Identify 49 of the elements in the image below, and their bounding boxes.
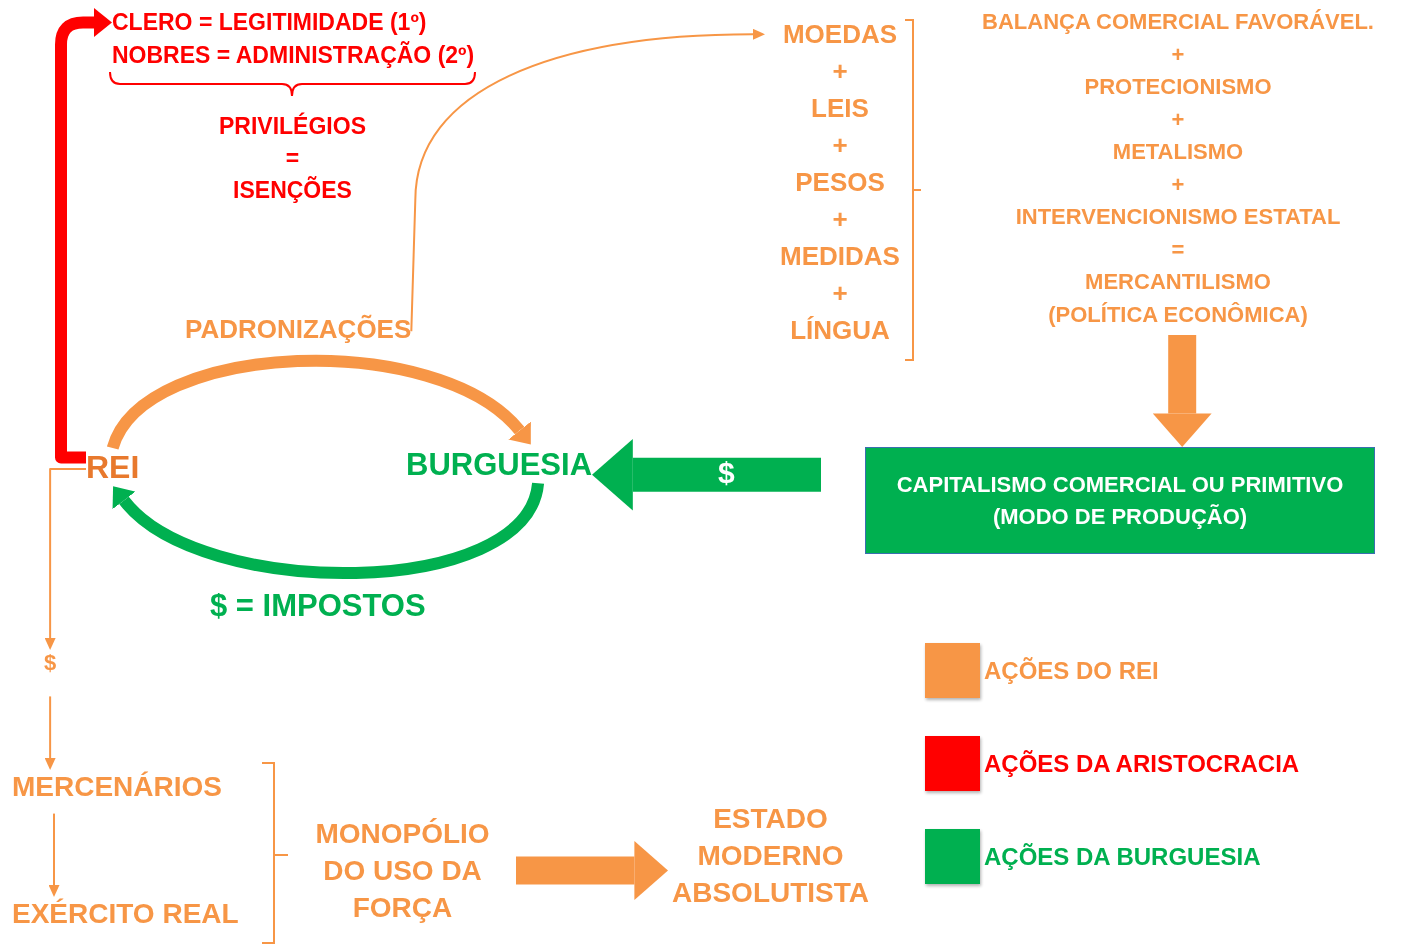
concept-text: + bbox=[831, 55, 849, 88]
process-box bbox=[865, 447, 1375, 554]
concept-text: + bbox=[831, 277, 849, 310]
concept-text: + bbox=[1170, 170, 1186, 199]
concept-text: ESTADO MODERNO ABSOLUTISTA bbox=[671, 802, 870, 910]
concept-text: MERCANTILISMO (POLÍTICA ECONÔMICA) bbox=[1047, 268, 1309, 329]
concept-text: CAPITALISMO COMERCIAL OU PRIMITIVO bbox=[896, 470, 1344, 499]
concept-text: MOEDAS bbox=[781, 18, 899, 51]
arrow bbox=[410, 28, 765, 333]
arrow bbox=[107, 355, 533, 451]
concept-text: PROTECIONISMO bbox=[1083, 73, 1273, 101]
arrow bbox=[55, 8, 112, 464]
concept-text: PRIVILÉGIOS bbox=[218, 111, 367, 141]
concept-text: LÍNGUA bbox=[789, 314, 891, 347]
concept-text: + bbox=[831, 129, 849, 162]
concept-text: $ bbox=[44, 650, 57, 677]
concept-text: ISENÇÕES bbox=[232, 175, 353, 205]
concept-text: + bbox=[1170, 40, 1186, 69]
concept-text: REI bbox=[86, 448, 140, 487]
arrow bbox=[592, 439, 821, 511]
edge-label: $ bbox=[718, 456, 735, 490]
concept-text: = bbox=[1170, 235, 1186, 264]
legend-text: AÇÕES DA ARISTOCRACIA bbox=[984, 749, 1300, 778]
arrow bbox=[1152, 335, 1212, 447]
arrow bbox=[516, 841, 668, 900]
edge-label: $ = IMPOSTOS bbox=[210, 588, 426, 624]
concept-text: + bbox=[1170, 105, 1186, 134]
concept-text: = bbox=[284, 144, 301, 173]
concept-text: BALANÇA COMERCIAL FAVORÁVEL. bbox=[981, 8, 1375, 36]
legend-text: AÇÕES DO REI bbox=[984, 656, 1159, 685]
concept-text: + bbox=[831, 203, 849, 236]
concept-text: PADRONIZAÇÕES bbox=[185, 314, 412, 346]
concept-text: CLERO = LEGITIMIDADE (1º) bbox=[112, 8, 428, 37]
concept-text: INTERVENCIONISMO ESTATAL bbox=[1014, 203, 1342, 231]
concept-text: LEIS bbox=[810, 92, 870, 125]
concept-text: PESOS bbox=[794, 166, 886, 199]
concept-text: BURGUESIA bbox=[406, 446, 592, 484]
legend-text: AÇÕES DA BURGUESIA bbox=[984, 842, 1261, 871]
concept-text: METALISMO bbox=[1111, 138, 1245, 166]
arrow bbox=[111, 481, 544, 579]
concept-text: MEDIDAS bbox=[779, 240, 901, 273]
arrow bbox=[48, 812, 60, 897]
concept-text: EXÉRCITO REAL bbox=[12, 897, 239, 931]
concept-text: MONOPÓLIO DO USO DA FORÇA bbox=[314, 817, 491, 925]
concept-text: (MODO DE PRODUÇÃO) bbox=[992, 502, 1248, 531]
concept-text: MERCENÁRIOS bbox=[12, 770, 222, 804]
arrow bbox=[44, 468, 87, 650]
arrow bbox=[44, 695, 56, 770]
concept-text: NOBRES = ADMINISTRAÇÃO (2º) bbox=[112, 40, 475, 70]
